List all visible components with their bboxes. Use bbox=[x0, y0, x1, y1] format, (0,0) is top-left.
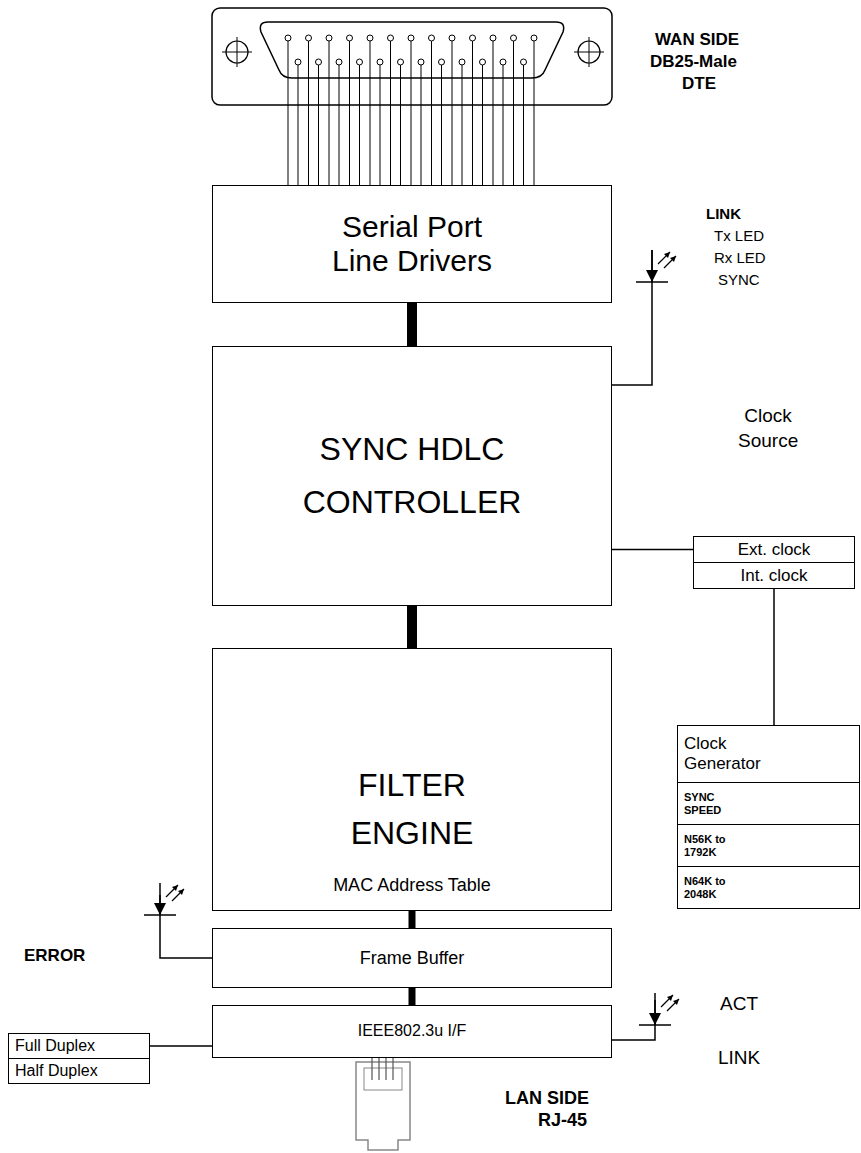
rj45-wires bbox=[372, 1058, 393, 1080]
connector bbox=[774, 589, 775, 725]
led-wire bbox=[612, 1000, 655, 1040]
side-label: DTE bbox=[682, 74, 716, 94]
led-wire bbox=[160, 895, 212, 958]
block-box: N64K to 2048K bbox=[677, 866, 860, 909]
side-label: Clock Source bbox=[738, 404, 798, 453]
connector bbox=[150, 1046, 212, 1047]
connector bbox=[412, 303, 413, 346]
connector bbox=[412, 911, 413, 928]
led-symbol bbox=[639, 993, 679, 1025]
side-label: SYNC bbox=[718, 271, 760, 288]
connector bbox=[412, 988, 413, 1005]
block-title: Int. clock bbox=[740, 566, 807, 586]
connector bbox=[412, 606, 413, 648]
block-title: Clock Generator bbox=[684, 734, 761, 773]
block-title: FILTER ENGINE bbox=[351, 761, 474, 857]
block-title: IEEE802.3u I/F bbox=[358, 1022, 467, 1040]
db25-shell bbox=[212, 8, 612, 105]
led-symbol bbox=[144, 883, 184, 915]
block-title: Ext. clock bbox=[738, 540, 811, 560]
rj45-jack bbox=[356, 1062, 410, 1150]
block-title: SYNC SPEED bbox=[684, 791, 721, 816]
side-label: Tx LED bbox=[714, 227, 764, 244]
db25-pins bbox=[285, 35, 537, 185]
db25-face bbox=[260, 22, 563, 78]
block-subtitle: MAC Address Table bbox=[333, 875, 491, 896]
block-title: Full Duplex bbox=[15, 1037, 95, 1055]
block-box: Ext. clock bbox=[693, 536, 855, 563]
block-box: FILTER ENGINE MAC Address Table bbox=[212, 648, 612, 911]
block-title: Frame Buffer bbox=[360, 948, 465, 969]
side-label: RJ-45 bbox=[538, 1110, 587, 1131]
block-box: Serial Port Line Drivers bbox=[212, 185, 612, 303]
block-box: SYNC HDLC CONTROLLER bbox=[212, 346, 612, 606]
side-label: WAN SIDE bbox=[655, 30, 739, 50]
side-label: Rx LED bbox=[714, 249, 766, 266]
side-label: LINK bbox=[718, 1047, 760, 1069]
side-label: ERROR bbox=[24, 946, 85, 966]
block-title: N64K to 2048K bbox=[684, 875, 735, 900]
block-box: Clock Generator bbox=[677, 725, 860, 783]
led-symbol bbox=[636, 250, 676, 282]
block-box: Int. clock bbox=[693, 562, 855, 589]
side-label: ACT bbox=[720, 993, 758, 1015]
block-box: N56K to 1792K bbox=[677, 824, 860, 867]
block-box: Half Duplex bbox=[8, 1058, 150, 1084]
block-box: Full Duplex bbox=[8, 1033, 150, 1059]
block-title: Half Duplex bbox=[15, 1062, 98, 1080]
block-title: N56K to 1792K bbox=[684, 833, 735, 858]
block-title: SYNC HDLC CONTROLLER bbox=[303, 423, 522, 529]
led-wire bbox=[612, 250, 652, 385]
side-label: DB25-Male bbox=[650, 52, 737, 72]
side-label: LAN SIDE bbox=[505, 1088, 589, 1109]
block-box: IEEE802.3u I/F bbox=[212, 1005, 612, 1058]
side-label: LINK bbox=[706, 205, 741, 222]
block-title: Serial Port Line Drivers bbox=[313, 210, 511, 279]
connector bbox=[612, 549, 693, 550]
block-box: SYNC SPEED bbox=[677, 782, 860, 825]
block-box: Frame Buffer bbox=[212, 928, 612, 988]
